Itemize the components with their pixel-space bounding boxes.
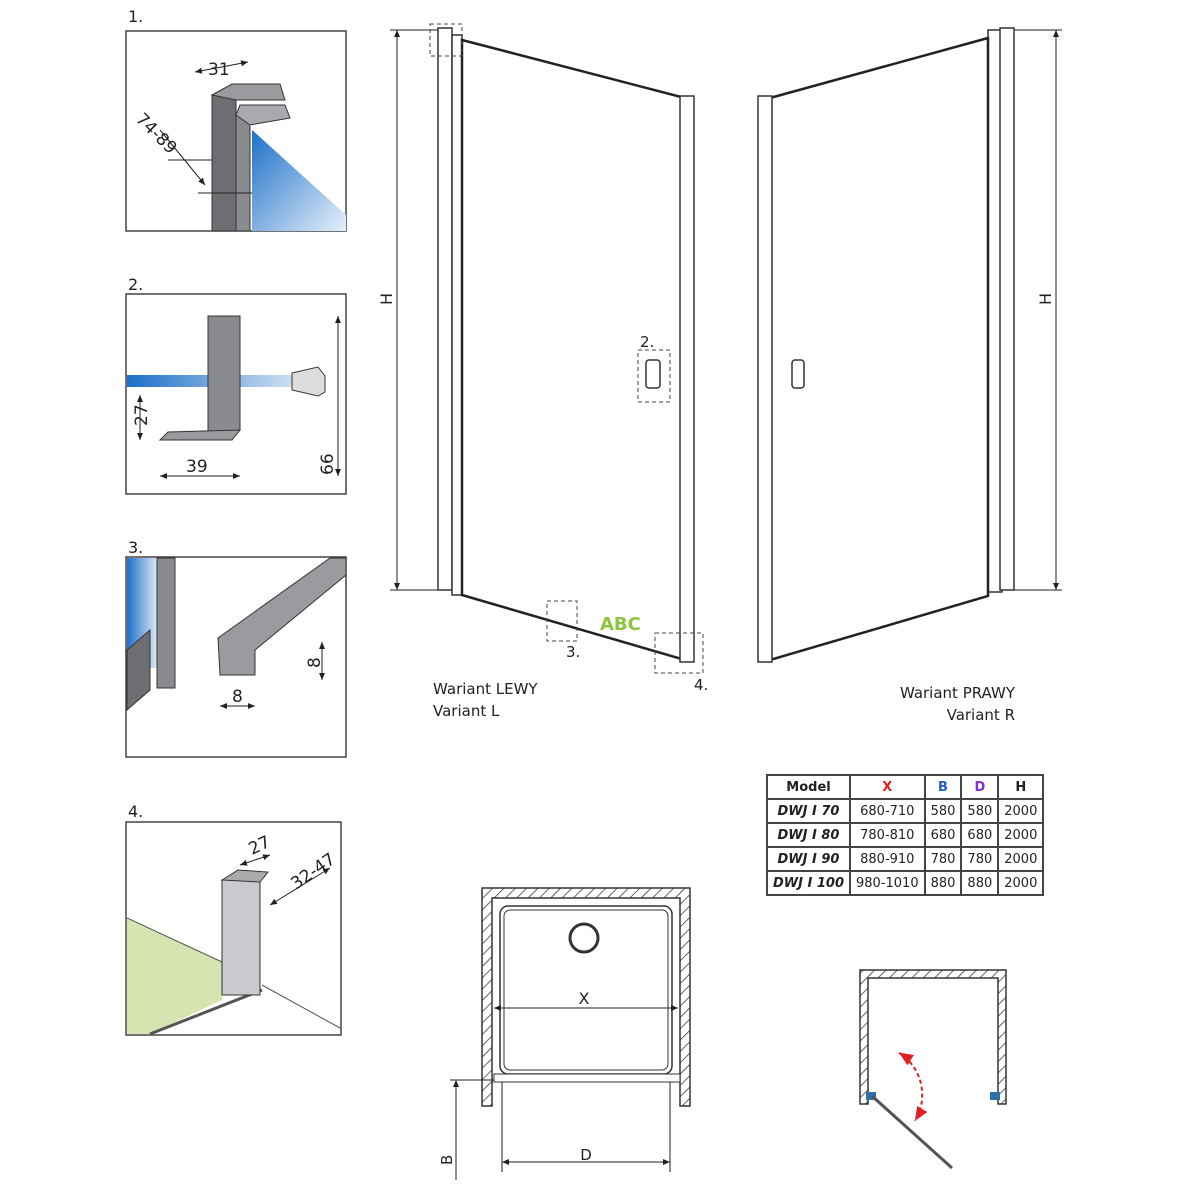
cell-d: 680 <box>960 822 1000 848</box>
detail-2-label: 2. <box>128 275 143 294</box>
cell-model: DWJ I 90 <box>766 846 851 872</box>
detail-1-dim-width: 31 <box>208 60 230 80</box>
door-elevation-right: H Wariant PRAWY Variant R <box>757 27 1062 724</box>
caption-right-en: Variant R <box>947 706 1015 724</box>
callout-4: 4. <box>694 676 708 694</box>
callout-3: 3. <box>566 643 580 661</box>
detail-4-label: 4. <box>128 802 143 821</box>
table-row: DWJ I 80 780-810 680 680 2000 <box>766 822 1045 848</box>
door-swing-diagram <box>859 969 1007 1170</box>
cell-h: 2000 <box>997 822 1045 848</box>
detail-2-dim-66: 66 <box>318 453 338 475</box>
detail-3-dim-width: 8 <box>232 687 243 707</box>
cell-d: 780 <box>960 846 1000 872</box>
cell-h: 2000 <box>997 798 1045 824</box>
detail-1-label: 1. <box>128 7 143 26</box>
dimensions-table: Model X B D H DWJ I 70 680-710 580 580 2… <box>766 774 1045 896</box>
header-h: H <box>997 774 1045 800</box>
cell-b: 580 <box>923 798 963 824</box>
detail-3-label: 3. <box>128 538 143 557</box>
cell-d: 880 <box>960 870 1000 896</box>
header-d: D <box>960 774 1000 800</box>
detail-3: 3. 8 8 <box>125 538 347 758</box>
cell-x: 880-910 <box>849 846 926 872</box>
table-row: DWJ I 90 880-910 780 780 2000 <box>766 846 1045 872</box>
header-x: X <box>849 774 926 800</box>
cell-b: 880 <box>923 870 963 896</box>
height-label-right: H <box>1036 293 1055 305</box>
header-model: Model <box>766 774 851 800</box>
cell-d: 580 <box>960 798 1000 824</box>
detail-1: 1. 31 74-89 <box>125 7 347 232</box>
cell-b: 680 <box>923 822 963 848</box>
cell-b: 780 <box>923 846 963 872</box>
cell-model: DWJ I 70 <box>766 798 851 824</box>
caption-right-pl: Wariant PRAWY <box>900 684 1016 702</box>
plan-d-label: D <box>580 1146 592 1164</box>
plan-view: X B D <box>438 887 691 1180</box>
cell-x: 680-710 <box>849 798 926 824</box>
table-row: DWJ I 100 980-1010 880 880 2000 <box>766 870 1045 896</box>
cell-h: 2000 <box>997 846 1045 872</box>
watermark-logo: ABC <box>600 614 641 635</box>
cell-model: DWJ I 80 <box>766 822 851 848</box>
table-header-row: Model X B D H <box>766 774 1045 800</box>
header-b: B <box>923 774 963 800</box>
height-label-left: H <box>377 293 396 305</box>
detail-2: 2. 27 39 66 <box>125 275 347 495</box>
detail-4: 4. 27 32-47 <box>125 802 342 1036</box>
detail-2-dim-27: 27 <box>132 404 152 426</box>
table-row: DWJ I 70 680-710 580 580 2000 <box>766 798 1045 824</box>
door-elevation-left: H 2. 3. 4. ABC Wariant LEWY Variant L <box>377 23 708 720</box>
cell-h: 2000 <box>997 870 1045 896</box>
caption-left-en: Variant L <box>433 702 500 720</box>
detail-2-dim-39: 39 <box>186 457 208 477</box>
cell-x: 980-1010 <box>849 870 926 896</box>
plan-x-label: X <box>579 989 590 1008</box>
plan-b-label: B <box>438 1155 456 1165</box>
callout-2: 2. <box>640 333 654 351</box>
caption-left-pl: Wariant LEWY <box>433 680 538 698</box>
cell-model: DWJ I 100 <box>766 870 851 896</box>
cell-x: 780-810 <box>849 822 926 848</box>
detail-3-dim-height: 8 <box>305 657 325 668</box>
